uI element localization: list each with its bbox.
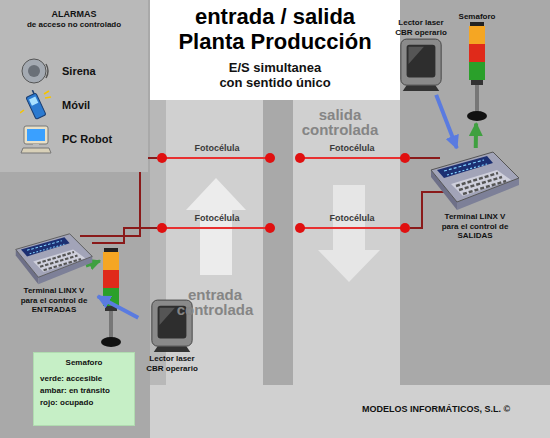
mobile-alarm: Móvil [20,90,90,120]
photocell-beam [300,227,405,229]
siren-alarm-symbol [22,59,48,83]
mobile-alarm-picture [20,90,52,120]
node-text: Terminal LINX V para el control de SALID… [439,212,511,241]
pc-robot-alarm-symbol [21,126,51,153]
photocell-beam [300,157,405,159]
legend-entry: rojo: ocupado [40,397,110,409]
copyright: MODELOS INFORMÁTICOS, S.L. © [362,404,510,415]
traffic-light: Semaforo [456,12,498,122]
node-text: PC Robot [62,133,112,145]
laser-reader-symbol [401,39,441,91]
photocell-label: Fotocélula [194,213,239,223]
node-text: Sirena [62,65,96,77]
photocell-wire [92,228,157,243]
terminal-entries-picture [14,232,94,286]
siren-alarm: Sirena [20,56,96,86]
photocell-beam [162,157,270,159]
photocell-dots [157,153,410,233]
direction-label: entrada controlada [173,287,258,317]
terminal-exits-picture [429,150,521,212]
floor-band [150,385,550,438]
photocell-label: Fotocélula [194,143,239,153]
divider-wall [263,100,293,385]
node-text: Móvil [62,99,90,111]
photocell-wire [410,157,440,159]
title: entrada / salida Planta Producción [170,4,380,54]
photocell-label: Fotocélula [329,143,374,153]
node-text: Terminal LINX V para el control de ENTRA… [18,286,90,315]
node-text: Semaforo [456,12,498,22]
terminal-entries-symbol [16,234,93,284]
laser-reader: Lector laser CBR operario [390,18,452,93]
photocell-dot [400,223,410,233]
laser-reader-picture [397,37,445,93]
pc-robot-alarm: PC Robot [20,124,112,154]
exit-arrow [318,185,380,282]
terminal-entries: Terminal LINX V para el control de ENTRA… [12,232,96,315]
node-text: Semaforo [34,353,134,368]
reader-arrow [436,95,457,148]
signal-arrow [474,124,478,149]
legend-entry: verde: accesible [40,373,110,385]
node-text: Lector laser CBR operario [392,18,450,37]
node-text: Lector laser CBR operario [143,354,201,373]
pc-robot-alarm-picture [20,124,52,154]
photocell-wire [410,192,446,228]
photocell-dot [265,153,275,163]
subtitle: E/S simultanea con sentido único [217,60,333,90]
photocell-label: Fotocélula [329,213,374,223]
legend: verde: accesibleambar: en tránsitorojo: … [40,373,110,409]
alarm-panel: ALARMASde acceso no controladoSirenaMóvi… [0,0,148,172]
node-text: de acceso no controlado [0,20,148,30]
node-text: ALARMAS [0,0,148,20]
title-area [150,0,400,100]
photocell-dot [295,153,305,163]
terminal-exits: Terminal LINX V para el control de SALID… [425,150,525,241]
reader-arrow [98,296,138,317]
traffic-light-picture [466,22,488,122]
photocell-dot [265,223,275,233]
legend-entry: ambar: en tránsito [40,385,110,397]
direction-label: salida controlada [298,107,383,137]
mobile-alarm-symbol [20,90,51,119]
photocell-dot [157,223,167,233]
photocell-dot [400,153,410,163]
siren-alarm-picture [20,56,52,86]
photocell-beam [162,227,270,229]
terminal-exits-symbol [431,152,519,210]
entry-arrow [186,178,246,275]
photocell-dot [157,153,167,163]
photocell-dot [295,223,305,233]
traffic-light-symbol [467,22,487,121]
